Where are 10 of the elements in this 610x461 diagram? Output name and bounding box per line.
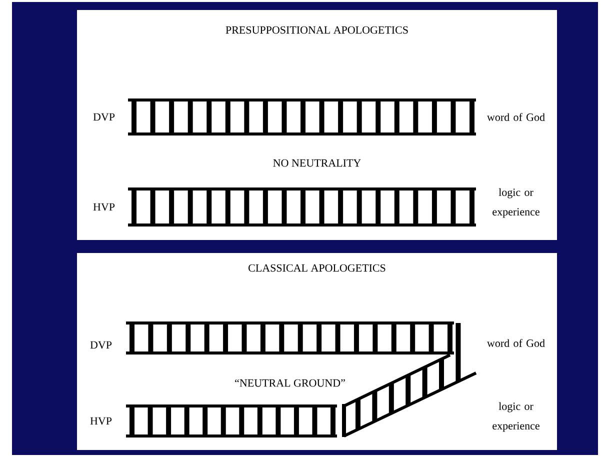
side-label: DVP [93,113,115,121]
side-label: DVP [90,341,112,349]
rail-note: logic or experience [492,402,540,432]
rail-note: word of God [487,339,545,347]
rail-note: word of God [487,113,545,121]
region-label: NO NEUTRALITY [273,159,361,167]
rail-note: logic or experience [492,188,540,218]
side-label: HVP [90,417,112,425]
side-label: HVP [93,203,115,211]
region-label: “NEUTRAL GROUND” [235,379,345,387]
